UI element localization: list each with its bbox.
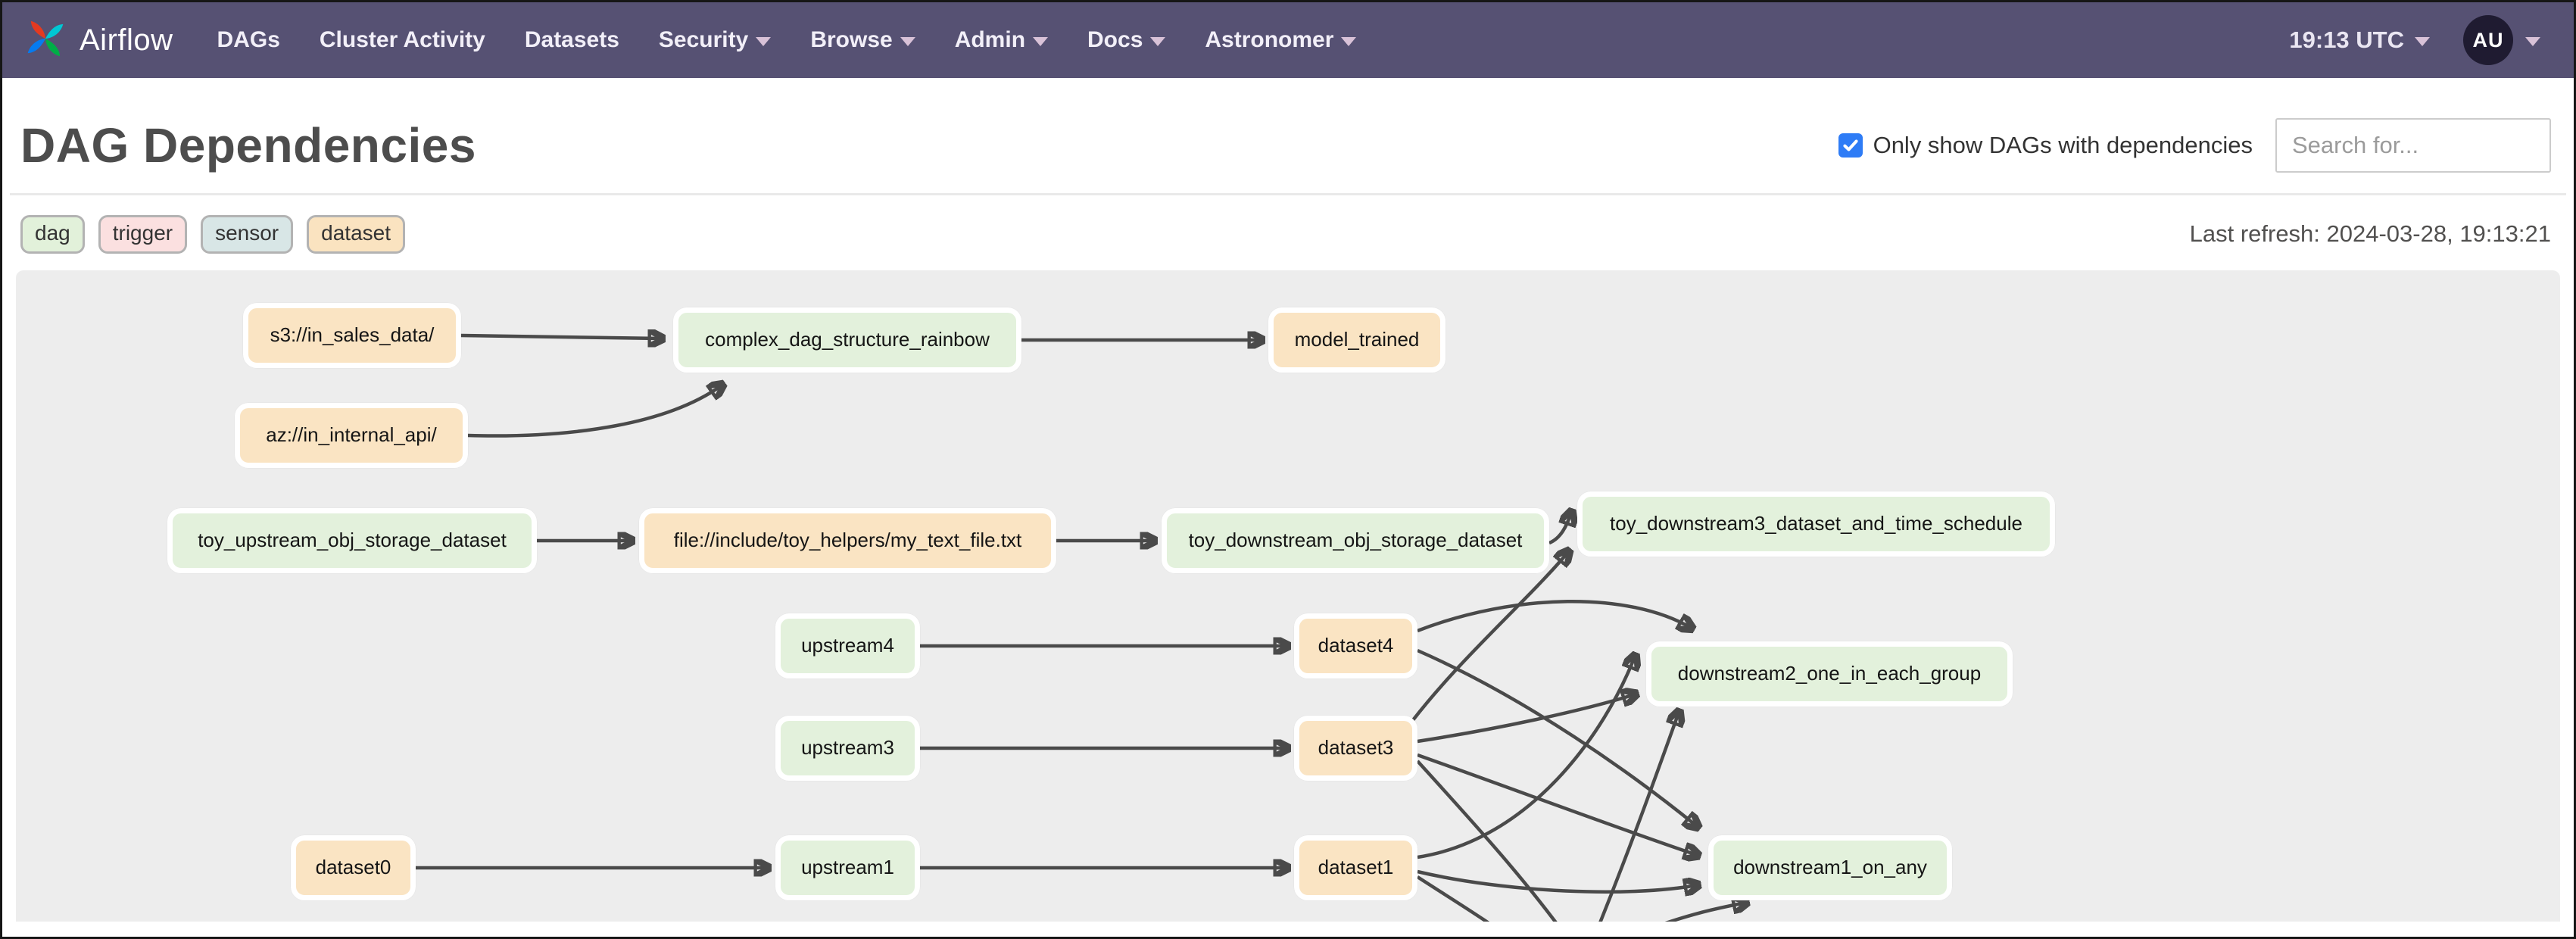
clock-dropdown[interactable]: 19:13 UTC bbox=[2289, 27, 2430, 54]
nav-item-datasets[interactable]: Datasets bbox=[524, 27, 619, 52]
graph-node-dataset1[interactable]: dataset1 bbox=[1294, 834, 1417, 900]
graph-node-downstream2[interactable]: downstream2_one_in_each_group bbox=[1646, 641, 2013, 707]
edge-dataset3-offscreen bbox=[1416, 760, 1558, 922]
page-title: DAG Dependencies bbox=[20, 118, 476, 173]
graph-node-toy-downstream3[interactable]: toy_downstream3_dataset_and_time_schedul… bbox=[1577, 491, 2055, 557]
airflow-brand-link[interactable]: Airflow bbox=[22, 15, 173, 66]
navbar: Airflow DAGs Cluster Activity Datasets S… bbox=[2, 2, 2574, 78]
graph-node-az-in-internal-api[interactable]: az://in_internal_api/ bbox=[235, 402, 468, 468]
chevron-down-icon bbox=[1150, 37, 1166, 46]
chevron-down-icon bbox=[2525, 37, 2540, 46]
edge-dataset4-downstream2 bbox=[1417, 599, 1691, 631]
graph-node-file-my-text-file[interactable]: file://include/toy_helpers/my_text_file.… bbox=[639, 507, 1056, 573]
edge-offscreen-downstream1 bbox=[1664, 903, 1745, 922]
brand-text: Airflow bbox=[80, 23, 173, 57]
edge-dataset1-offscreen bbox=[1416, 875, 1490, 922]
edge-dataset1-downstream1 bbox=[1417, 869, 1697, 892]
graph-edges bbox=[416, 270, 2560, 922]
graph-node-toy-downstream[interactable]: toy_downstream_obj_storage_dataset bbox=[1162, 507, 1549, 573]
graph-node-upstream1[interactable]: upstream1 bbox=[775, 834, 920, 900]
nav-item-security[interactable]: Security bbox=[659, 27, 772, 53]
legend-tag-dataset[interactable]: dataset bbox=[307, 215, 405, 254]
nav-item-docs[interactable]: Docs bbox=[1087, 27, 1166, 53]
filter-label: Only show DAGs with dependencies bbox=[1873, 132, 2253, 158]
edge-toydownstream-toydownstream3 bbox=[1548, 513, 1571, 544]
nav-item-cluster-activity[interactable]: Cluster Activity bbox=[319, 27, 485, 52]
legend-tag-trigger[interactable]: trigger bbox=[98, 215, 188, 254]
nav-item-dags[interactable]: DAGs bbox=[217, 27, 280, 52]
chevron-down-icon bbox=[756, 37, 772, 46]
search-input[interactable] bbox=[2275, 118, 2551, 173]
navbar-right: 19:13 UTC AU bbox=[2289, 15, 2540, 65]
last-refresh-text: Last refresh: 2024-03-28, 19:13:21 bbox=[2189, 220, 2551, 248]
graph-node-model-trained[interactable]: model_trained bbox=[1268, 307, 1445, 373]
edge-offscreen-downstream2 bbox=[1598, 713, 1679, 922]
edge-az-complex bbox=[467, 385, 722, 438]
edge-dataset3-downstream1 bbox=[1417, 753, 1697, 855]
filter-group: Only show DAGs with dependencies bbox=[1838, 118, 2551, 173]
graph-node-complex-dag-structure[interactable]: complex_dag_structure_rainbow bbox=[673, 307, 1021, 373]
avatar: AU bbox=[2463, 15, 2513, 65]
nav-item-astronomer[interactable]: Astronomer bbox=[1205, 27, 1357, 53]
graph-node-downstream1-on-any[interactable]: downstream1_on_any bbox=[1708, 834, 1952, 900]
graph-node-upstream3[interactable]: upstream3 bbox=[775, 715, 920, 781]
graph-node-toy-upstream[interactable]: toy_upstream_obj_storage_dataset bbox=[167, 507, 537, 573]
edge-s3-complex bbox=[460, 335, 661, 338]
chevron-down-icon bbox=[1033, 37, 1049, 46]
user-menu[interactable]: AU bbox=[2463, 15, 2540, 65]
nav-menu: DAGs Cluster Activity Datasets Security … bbox=[217, 27, 2276, 53]
chevron-down-icon bbox=[900, 37, 915, 46]
divider bbox=[10, 193, 2566, 195]
legend-tags: dag trigger sensor dataset bbox=[20, 215, 405, 254]
page-header: DAG Dependencies Only show DAGs with dep… bbox=[2, 78, 2574, 193]
legend-row: dag trigger sensor dataset Last refresh:… bbox=[2, 195, 2574, 267]
graph-node-dataset0[interactable]: dataset0 bbox=[291, 834, 416, 900]
chevron-down-icon bbox=[2415, 37, 2430, 46]
nav-item-browse[interactable]: Browse bbox=[810, 27, 915, 53]
edge-dataset3-toydownstream3 bbox=[1411, 552, 1568, 722]
dependencies-graph-canvas[interactable]: s3://in_sales_data/ complex_dag_structur… bbox=[16, 270, 2560, 922]
legend-tag-dag[interactable]: dag bbox=[20, 215, 85, 254]
graph-node-dataset4[interactable]: dataset4 bbox=[1294, 613, 1417, 679]
airflow-logo-icon bbox=[22, 15, 69, 66]
graph-node-upstream4[interactable]: upstream4 bbox=[775, 613, 920, 679]
nav-item-admin[interactable]: Admin bbox=[955, 27, 1049, 53]
legend-tag-sensor[interactable]: sensor bbox=[201, 215, 294, 254]
graph-node-s3-in-sales-data[interactable]: s3://in_sales_data/ bbox=[243, 302, 461, 368]
edge-dataset3-downstream2 bbox=[1417, 694, 1635, 744]
only-show-dags-checkbox[interactable] bbox=[1838, 133, 1863, 158]
chevron-down-icon bbox=[1341, 37, 1357, 46]
edge-dataset4-downstream1 bbox=[1417, 648, 1697, 826]
graph-node-dataset3[interactable]: dataset3 bbox=[1294, 715, 1417, 781]
